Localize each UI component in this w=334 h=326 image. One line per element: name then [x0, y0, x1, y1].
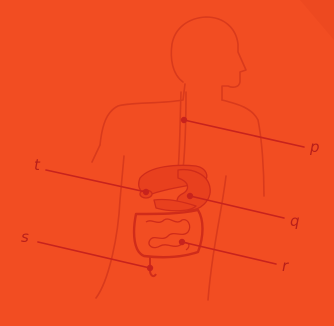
label-t: t	[34, 156, 41, 174]
pointer-line-q	[190, 196, 284, 218]
corner-shade	[300, 0, 334, 40]
right-torso-outline	[208, 176, 226, 300]
pointer-line-p	[184, 120, 304, 147]
esophagus-outline	[178, 92, 186, 170]
left-arm-outline	[92, 145, 100, 162]
pointer-line-t	[46, 170, 146, 192]
pointer-dot-r	[180, 240, 185, 245]
left-shoulder-outline	[100, 84, 185, 145]
pointer-dot-s	[148, 266, 153, 271]
pointer-line-s	[38, 242, 150, 268]
left-torso-outline	[96, 156, 124, 298]
large-intestine	[134, 210, 202, 257]
pointer-dot-t	[144, 190, 149, 195]
head-outline	[171, 17, 246, 100]
right-shoulder-outline	[222, 100, 264, 196]
pointer-dot-q	[188, 194, 193, 199]
label-s: s	[21, 228, 29, 246]
pointer-dot-p	[182, 118, 187, 123]
label-r: r	[282, 257, 289, 275]
label-q: q	[290, 212, 300, 230]
small-intestine	[146, 219, 190, 250]
organs	[134, 165, 210, 276]
label-p: p	[309, 138, 320, 156]
